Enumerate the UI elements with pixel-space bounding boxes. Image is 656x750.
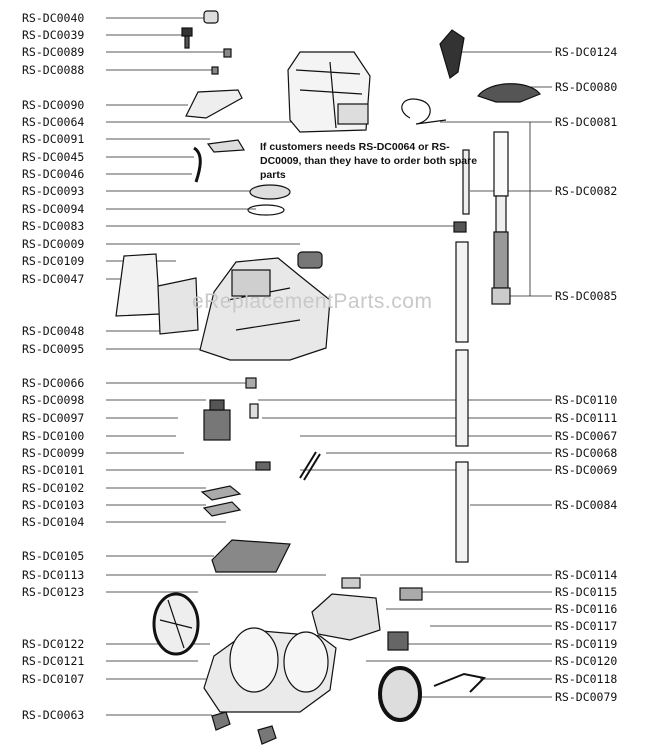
part-label-right: RS-DC0079 [555,690,618,704]
part-dc0085-hose [491,131,511,305]
part-label-left: RS-DC0046 [22,167,85,181]
ordering-note: If customers needs RS-DC0064 or RS-DC000… [260,141,478,181]
part-dc0063b [257,725,277,745]
part-label-left: RS-DC0113 [22,568,85,582]
part-label-left: RS-DC0094 [22,202,85,216]
part-dc0101 [255,461,271,471]
leader-lines [106,17,552,716]
part-dc0091 [206,139,246,153]
part-dc0102 [200,485,242,501]
part-label-right: RS-DC0118 [555,672,618,686]
part-dc0063 [211,711,231,731]
part-label-right: RS-DC0117 [555,619,618,633]
part-dc0064-tank [287,51,371,133]
part-dc0114 [341,577,361,589]
part-dc0066 [245,377,257,389]
part-dc0079-ring [378,666,422,722]
part-label-left: RS-DC0098 [22,393,85,407]
part-dc0080 [477,83,541,103]
parts-drawings [115,10,541,745]
part-dc0082-tube [462,149,470,215]
part-label-right: RS-DC0119 [555,637,618,651]
part-dc0040 [203,10,219,24]
part-dc0009 [297,251,323,269]
part-label-left: RS-DC0063 [22,708,85,722]
part-dc0124 [439,29,465,79]
part-dc0081-cable [401,98,447,125]
part-label-right: RS-DC0114 [555,568,618,582]
part-label-left: RS-DC0105 [22,549,85,563]
part-dc0085-tube-a [455,241,469,343]
part-dc0083 [453,221,467,233]
part-label-right: RS-DC0080 [555,80,618,94]
part-label-left: RS-DC0123 [22,585,85,599]
part-label-left: RS-DC0048 [22,324,85,338]
part-label-left: RS-DC0100 [22,429,85,443]
part-label-left: RS-DC0047 [22,272,85,286]
part-label-left: RS-DC0064 [22,115,85,129]
part-dc0048-bracket [157,277,199,335]
part-dc0095-housing [199,257,331,361]
part-label-left: RS-DC0083 [22,219,85,233]
part-label-right: RS-DC0085 [555,289,618,303]
part-label-right: RS-DC0082 [555,184,618,198]
part-dc0047-panel [115,253,161,317]
part-label-left: RS-DC0095 [22,342,85,356]
part-dc0098-pump [203,399,231,441]
part-dc0090 [185,89,243,119]
part-dc0045-hose [193,146,202,183]
part-dc0105-tray [211,539,291,573]
part-label-right: RS-DC0067 [555,429,618,443]
part-label-left: RS-DC0104 [22,515,85,529]
part-label-right: RS-DC0111 [555,411,618,425]
part-label-right: RS-DC0120 [555,654,618,668]
part-label-left: RS-DC0099 [22,446,85,460]
part-label-left: RS-DC0107 [22,672,85,686]
part-label-left: RS-DC0039 [22,28,85,42]
part-label-right: RS-DC0116 [555,602,618,616]
part-label-right: RS-DC0081 [555,115,618,129]
part-label-left: RS-DC0066 [22,376,85,390]
part-dc0039 [181,27,193,49]
part-label-left: RS-DC0090 [22,98,85,112]
part-label-right: RS-DC0069 [555,463,618,477]
part-label-left: RS-DC0121 [22,654,85,668]
part-label-left: RS-DC0091 [22,132,85,146]
part-label-left: RS-DC0089 [22,45,85,59]
part-label-left: RS-DC0045 [22,150,85,164]
part-label-left: RS-DC0088 [22,63,85,77]
part-label-right: RS-DC0068 [555,446,618,460]
part-label-left: RS-DC0093 [22,184,85,198]
part-dc0084-tube-c [455,461,469,563]
part-label-right: RS-DC0084 [555,498,618,512]
part-label-left: RS-DC0101 [22,463,85,477]
part-dc0115 [399,587,423,601]
part-dc0110 [249,403,259,419]
part-dc0068-spring [299,451,321,481]
part-label-left: RS-DC0103 [22,498,85,512]
part-label-right: RS-DC0110 [555,393,618,407]
part-label-right: RS-DC0124 [555,45,618,59]
part-dc0088 [211,66,219,75]
watermark: eReplacementParts.com [192,290,433,313]
part-dc0093 [249,184,291,200]
part-label-left: RS-DC0122 [22,637,85,651]
part-dc0107-base [203,627,337,713]
part-label-left: RS-DC0102 [22,481,85,495]
part-dc0119 [387,631,409,651]
part-dc0118-cord [433,672,487,693]
part-label-left: RS-DC0040 [22,11,85,25]
part-label-left: RS-DC0009 [22,237,85,251]
part-dc0120-fan [311,593,381,641]
part-label-left: RS-DC0097 [22,411,85,425]
part-dc0094 [247,204,285,216]
part-label-right: RS-DC0115 [555,585,618,599]
part-dc0103 [202,501,242,517]
part-dc0089 [223,48,232,58]
part-dc0084-tube-b [455,349,469,447]
part-label-left: RS-DC0109 [22,254,85,268]
